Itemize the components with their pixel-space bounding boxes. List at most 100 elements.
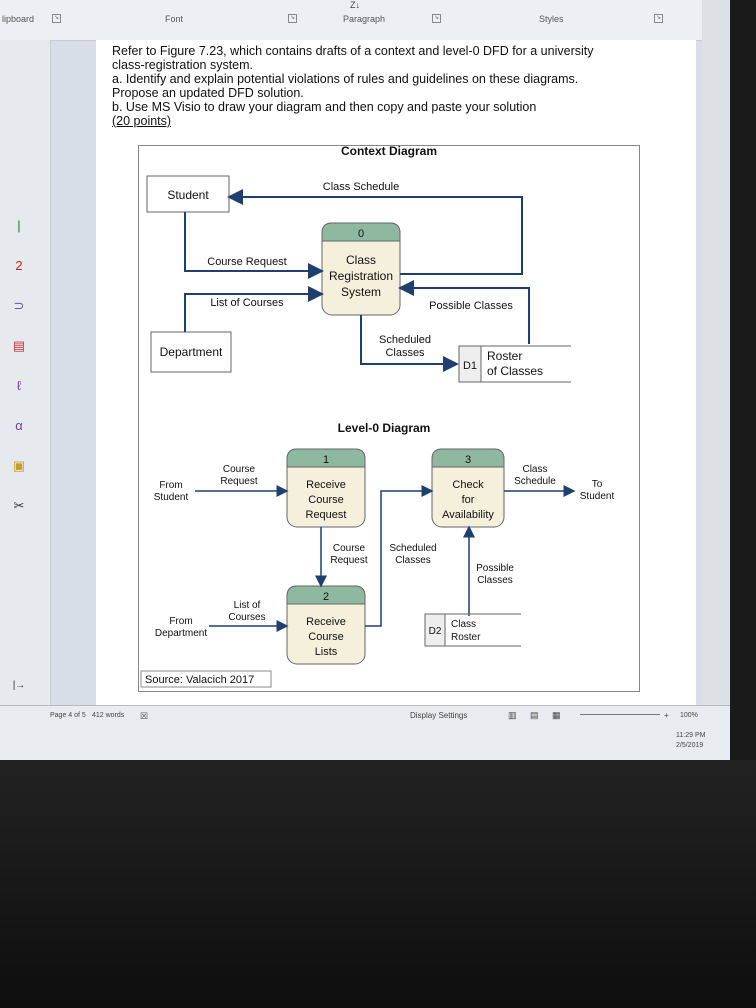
level0-diagram-title: Level-0 Diagram [338, 421, 431, 435]
from-department-label: From [169, 616, 192, 627]
course-request-in-label: Course [223, 464, 256, 475]
student-label: Student [167, 188, 209, 202]
handwriting-icon[interactable]: α [15, 418, 23, 433]
read-mode-icon[interactable]: ▥ [508, 710, 517, 720]
clock-date: 2/5/2019 [676, 742, 704, 749]
list-of-courses-flow [184, 286, 324, 332]
process-1-header [286, 448, 366, 468]
course-request-label: Course Request [207, 256, 287, 268]
scheduled-classes-label-l0: Scheduled [389, 543, 436, 554]
word-count[interactable]: 412 words [92, 712, 125, 719]
list-of-courses-label-l0: List of [234, 600, 261, 611]
red-note-icon[interactable]: ▤ [12, 338, 26, 353]
process-0-id: 0 [358, 228, 364, 240]
print-layout-icon[interactable]: ▤ [530, 710, 539, 720]
student-entity[interactable] [146, 175, 230, 213]
question-line: class-registration system. [112, 58, 254, 72]
from-student-label: From [159, 480, 182, 491]
department-label: Department [160, 345, 223, 359]
zoom-in-icon[interactable]: + [664, 711, 669, 720]
display-settings-button[interactable]: Display Settings [410, 711, 468, 720]
course-request-in-label: Request [220, 476, 257, 487]
question-line: b. Use MS Visio to draw your diagram and… [112, 100, 537, 114]
context-diagram-title: Context Diagram [341, 146, 437, 158]
document-page[interactable]: Refer to Figure 7.23, which contains dra… [96, 40, 696, 705]
green-marker-icon[interactable]: | [17, 218, 21, 233]
clipboard-launcher-icon[interactable]: ↘ [52, 14, 61, 23]
sort-az-icon[interactable]: Z↓ [350, 0, 360, 10]
process-3-label: Check [452, 479, 484, 491]
course-request-down-label: Request [330, 555, 367, 566]
figure-box[interactable]: Context Diagram Student Department 0 Cla… [138, 144, 640, 692]
store-d2-id-box[interactable] [424, 613, 446, 647]
class-schedule-label-l0: Schedule [514, 476, 556, 487]
process-3-header [431, 448, 505, 468]
scheduled-classes-label-l0: Classes [395, 555, 431, 566]
styles-launcher-icon[interactable]: ↘ [654, 14, 663, 23]
to-student-label: To [592, 479, 603, 490]
department-entity[interactable] [150, 331, 232, 373]
from-student-label: Student [154, 492, 189, 503]
ribbon-group-font[interactable]: Font [165, 14, 184, 24]
source-caption: Source: Valacich 2017 [145, 674, 254, 686]
tools-icon[interactable]: ✂ [13, 498, 25, 513]
vertical-scrollbar[interactable] [702, 0, 730, 705]
process-2-label: Receive [306, 616, 346, 628]
proofing-icon[interactable]: ☒ [140, 711, 149, 721]
possible-classes-label: Possible Classes [429, 300, 513, 312]
scheduled-classes-label: Classes [385, 347, 425, 359]
store-d2-label: Roster [451, 632, 481, 643]
web-layout-icon[interactable]: ▦ [552, 710, 561, 720]
process-2-id: 2 [323, 591, 329, 603]
dfd-figure: Context Diagram Student Department 0 Cla… [140, 144, 615, 688]
to-student-label: Student [580, 491, 615, 502]
question-line: Propose an updated DFD solution. [112, 86, 304, 100]
paragraph-launcher-icon[interactable]: ↘ [432, 14, 441, 23]
scheduled-classes-label: Scheduled [379, 334, 431, 346]
scheduled-classes-flow [360, 315, 459, 372]
process-3-label: Availability [442, 509, 494, 521]
store-d1-id-box[interactable] [458, 345, 482, 383]
store-d2-label: Class [451, 619, 476, 630]
question-points: (20 points) [112, 114, 172, 128]
zoom-slider[interactable] [580, 714, 660, 715]
monitor-bezel [0, 760, 756, 1008]
from-department-label: Department [155, 628, 207, 639]
zoom-level[interactable]: 100% [680, 712, 698, 719]
scheduled-classes-flow-l0 [365, 485, 434, 627]
store-d1-label: of Classes [487, 364, 543, 378]
class-schedule-flow [227, 189, 523, 275]
course-request-down-label: Course [333, 543, 366, 554]
process-2-label: Lists [315, 646, 338, 658]
class-schedule-label: Class Schedule [323, 181, 399, 193]
process-0-header [321, 222, 401, 242]
left-toolbar: | 2 ⊃ ▤ ℓ α ▣ ✂ |→ [0, 40, 51, 705]
list-of-courses-label-l0: Courses [228, 612, 265, 623]
ribbon: lipboard ↘ Font ↘ Paragraph ↘ Styles ↘ Z… [0, 0, 730, 41]
yellow-clipboard-icon[interactable]: ▣ [12, 458, 26, 473]
process-0-label: System [341, 285, 381, 299]
question-line: a. Identify and explain potential violat… [112, 72, 579, 86]
possible-classes-label-l0: Possible [476, 563, 514, 574]
process-3-id: 3 [465, 454, 471, 466]
list-of-courses-label: List of Courses [210, 297, 284, 309]
process-1-label: Course [308, 494, 343, 506]
screen: lipboard ↘ Font ↘ Paragraph ↘ Styles ↘ Z… [0, 0, 730, 760]
process-1-label: Request [306, 509, 347, 521]
red-number-icon[interactable]: 2 [15, 258, 23, 273]
font-launcher-icon[interactable]: ↘ [288, 14, 297, 23]
process-2-header [286, 585, 366, 605]
status-bar: Page 4 of 5 412 words ☒ Display Settings… [0, 705, 730, 760]
purple-shape-icon[interactable]: ⊃ [13, 298, 25, 313]
possible-classes-label-l0: Classes [477, 575, 513, 586]
ribbon-group-styles[interactable]: Styles [539, 14, 564, 24]
process-0-label: Class [346, 253, 376, 267]
store-d2-id: D2 [429, 626, 442, 637]
ribbon-group-paragraph[interactable]: Paragraph [343, 14, 386, 24]
ribbon-group-clipboard[interactable]: lipboard [2, 14, 35, 24]
page-count[interactable]: Page 4 of 5 [50, 712, 86, 719]
process-2-label: Course [308, 631, 343, 643]
collapse-arrow-icon[interactable]: |→ [12, 680, 26, 691]
course-request-flow [184, 212, 324, 279]
pen-icon[interactable]: ℓ [16, 378, 22, 393]
